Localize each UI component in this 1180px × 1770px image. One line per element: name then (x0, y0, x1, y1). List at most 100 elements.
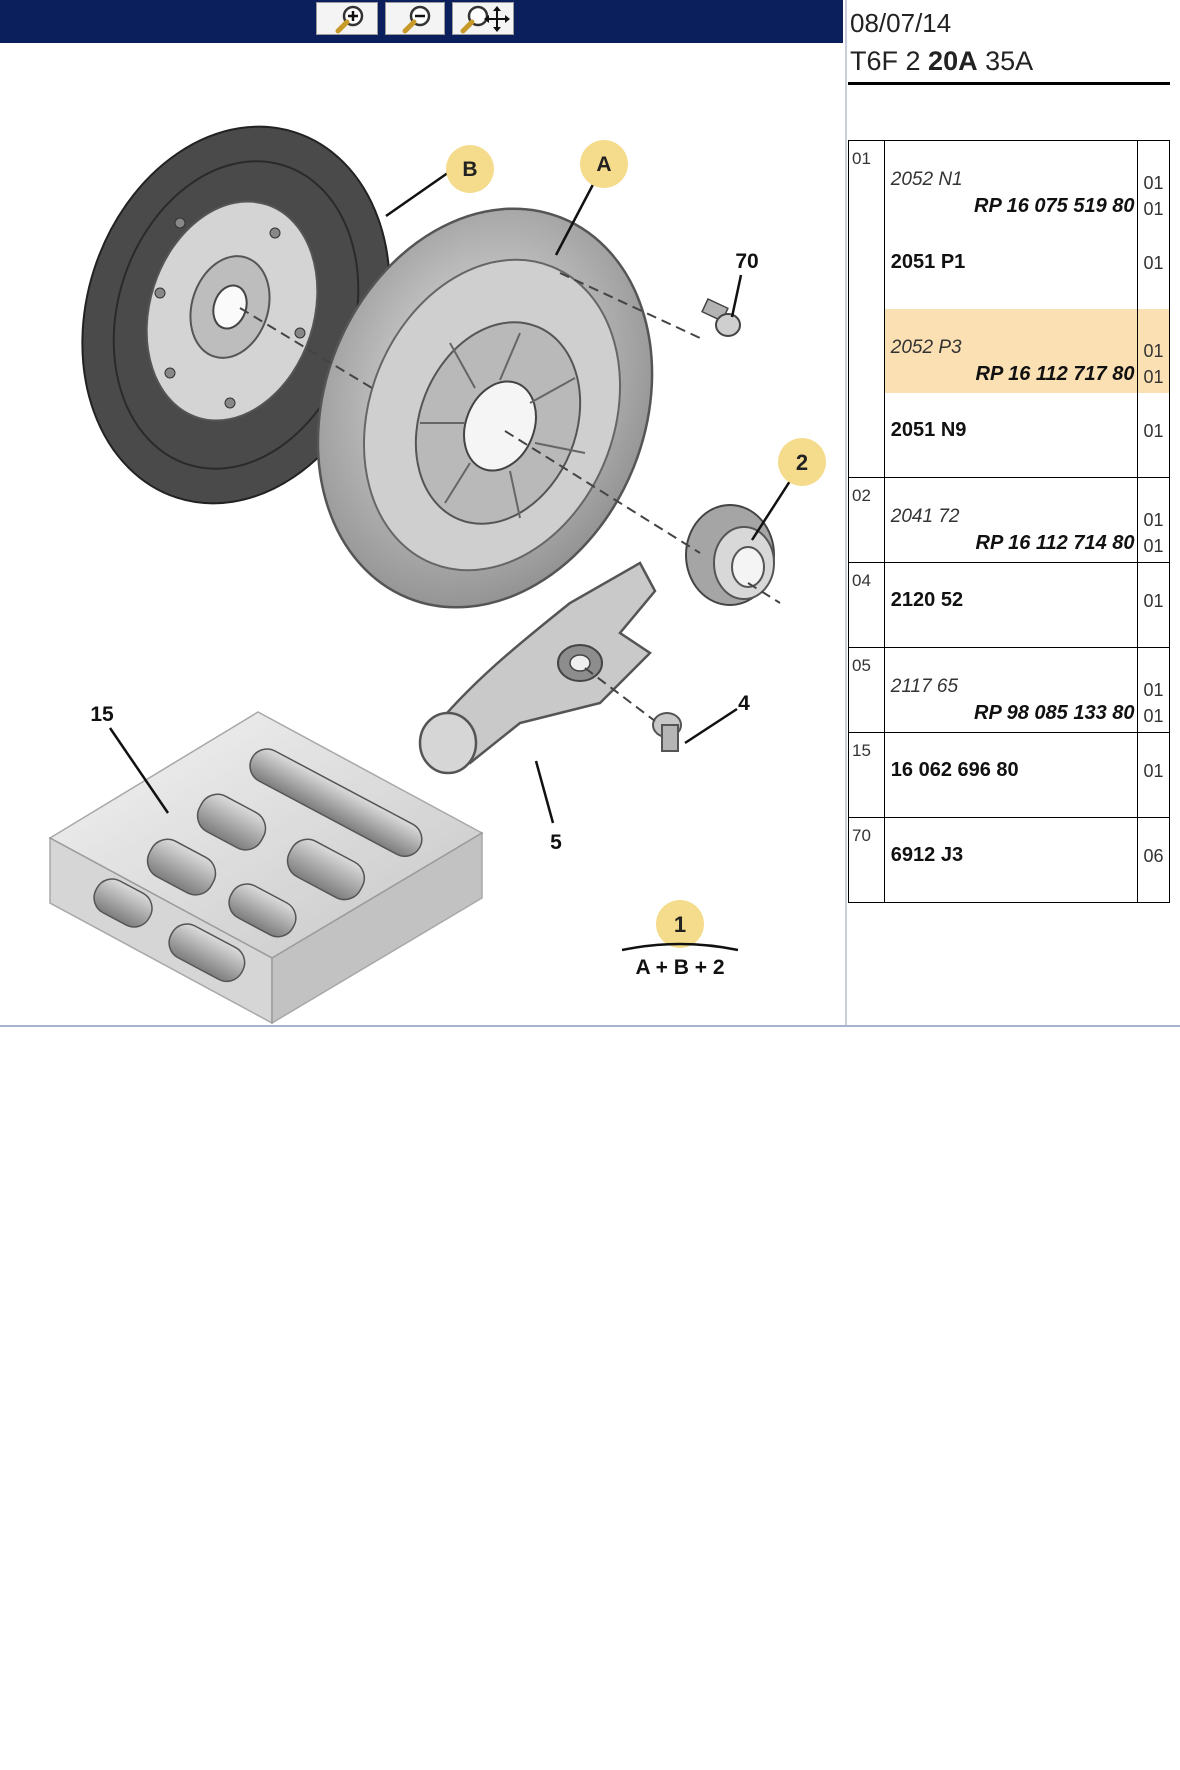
quantity-value: 01 (1143, 367, 1164, 387)
release-bearing (685, 504, 775, 606)
screw (701, 298, 741, 337)
callout-15: 15 (90, 703, 114, 726)
reference-number: 01 (848, 140, 885, 478)
quantity-value: 01 (1143, 761, 1164, 781)
part-code: 2052 N1 (890, 169, 963, 190)
zoom-in-icon (335, 5, 364, 34)
reference-number: 02 (848, 477, 885, 563)
callout-1: 1 A + B + 2 (621, 900, 739, 979)
quantity-cell: 01 (1136, 562, 1171, 648)
part-row[interactable]: 2051 N9 (885, 393, 1137, 477)
quantity-value: 01 (1143, 510, 1164, 530)
part-row[interactable]: 2041 72 RP 16 112 714 80 (885, 478, 1137, 562)
quantity-value: 01 (1143, 173, 1164, 193)
viewer-toolbar (0, 0, 843, 43)
reference-number: 05 (848, 647, 885, 733)
part-code: 2041 72 (890, 506, 960, 527)
tool-kit-box (48, 711, 484, 1025)
part-row[interactable]: 2051 P1 (885, 225, 1137, 309)
pressure-plate (316, 207, 654, 609)
reference-number: 04 (848, 562, 885, 648)
quantity-value: 01 (1143, 421, 1164, 441)
diagram-viewer[interactable]: B A 70 2 15 4 5 1 A + B + 2 (0, 43, 845, 1025)
quantity-row: 01 (1138, 225, 1169, 309)
quantity-row: 06 (1138, 818, 1169, 902)
part-row[interactable]: 2120 52 (885, 563, 1137, 647)
part-code: 2117 65 (890, 676, 959, 697)
catalog-date: 08/07/14 (850, 8, 952, 38)
callout-70: 70 (735, 250, 758, 273)
part-row[interactable]: 2117 65 RP 98 085 133 80 (885, 648, 1137, 732)
svg-text:2: 2 (796, 450, 808, 475)
header-divider (848, 82, 1170, 85)
pan-icon (460, 5, 510, 34)
replacement-part-number: RP 16 112 714 80 (975, 532, 1135, 554)
quantity-cell: 01 (1136, 732, 1171, 818)
part-row[interactable]: 16 062 696 80 (885, 733, 1137, 817)
part-cell: 6912 J3 (883, 817, 1138, 903)
callout-b: B (446, 145, 494, 193)
replacement-part-number: RP 16 075 519 80 (974, 195, 1135, 217)
part-cell: 2041 72 RP 16 112 714 80 (883, 477, 1138, 563)
replacement-part-number: RP 98 085 133 80 (974, 702, 1135, 724)
callout-2: 2 (778, 438, 826, 486)
svg-text:1: 1 (674, 912, 686, 937)
quantity-value: 01 (1143, 680, 1164, 700)
quantity-cell: 06 (1136, 817, 1171, 903)
quantity-value: 01 (1143, 591, 1164, 611)
quantity-value: 01 (1143, 536, 1164, 556)
reference-number: 15 (848, 732, 885, 818)
quantity-value: 06 (1143, 846, 1164, 866)
kit-formula: A + B + 2 (635, 956, 724, 979)
callout-4: 4 (738, 692, 750, 715)
quantity-value: 01 (1143, 253, 1164, 273)
quantity-row: 01 (1138, 563, 1169, 647)
reference-number: 70 (848, 817, 885, 903)
part-code: 2052 P3 (890, 337, 962, 358)
part-row[interactable]: 2052 P3 RP 16 112 717 80 (884, 309, 1137, 393)
clutch-disc (81, 125, 391, 505)
part-row[interactable]: 6912 J3 (885, 818, 1137, 902)
callout-a: A (580, 140, 628, 188)
clutch-diagram: B A 70 2 15 4 5 1 A + B + 2 (48, 125, 826, 1025)
quantity-value: 01 (1143, 706, 1164, 726)
part-row[interactable]: 2052 N1 RP 16 075 519 80 (885, 141, 1137, 225)
model-code: T6F 2 20A 35A (850, 46, 1034, 76)
part-code: 6912 J3 (890, 844, 964, 866)
part-code: 2051 N9 (890, 419, 967, 441)
quantity-value: 01 (1143, 199, 1164, 219)
part-cell: 2052 N1 RP 16 075 519 80 2051 P1 2052 P3 RP … (883, 140, 1138, 478)
zoom-out-button[interactable] (385, 2, 445, 35)
pan-button[interactable] (452, 2, 514, 35)
callout-5: 5 (550, 831, 562, 854)
zoom-in-button[interactable] (316, 2, 378, 35)
svg-text:A: A (596, 153, 611, 176)
part-cell: 16 062 696 80 (883, 732, 1138, 818)
svg-text:B: B (462, 158, 477, 181)
panel-divider (845, 0, 847, 1025)
pivot-bolt (652, 712, 682, 752)
part-cell: 2120 52 (883, 562, 1138, 648)
viewer-bottom-border (0, 1025, 1180, 1027)
part-cell: 2117 65 RP 98 085 133 80 (883, 647, 1138, 733)
part-code: 16 062 696 80 (890, 759, 1019, 781)
zoom-out-icon (402, 5, 431, 34)
quantity-row: 01 (1138, 393, 1169, 477)
quantity-row: 01 (1138, 733, 1169, 817)
replacement-part-number: RP 16 112 717 80 (975, 363, 1135, 385)
part-code: 2051 P1 (890, 251, 966, 273)
